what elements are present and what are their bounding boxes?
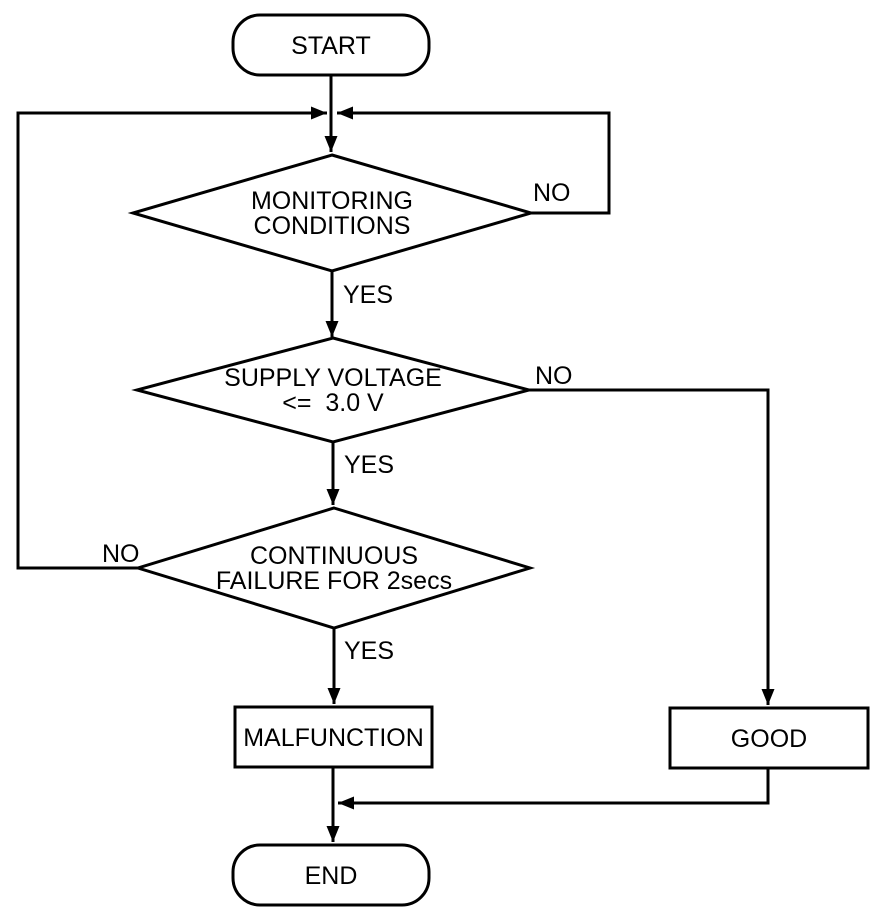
monitoring-conditions-diamond [127, 153, 537, 273]
edge-label-monitoring-no: NO [533, 179, 571, 207]
edge-label-monitoring-yes: YES [343, 281, 393, 309]
malfunction-box [233, 705, 434, 769]
continuous-failure-diamond [132, 506, 536, 630]
node-supply-voltage: SUPPLY VOLTAGE<= 3.0 V [131, 336, 535, 444]
node-label-supply-voltage: SUPPLY VOLTAGE<= 3.0 V [224, 364, 442, 417]
good-box [668, 706, 870, 770]
edge-label-voltage-yes: YES [344, 451, 394, 479]
edge-failure-no-loop [16, 106, 327, 570]
edge-label-voltage-no: NO [535, 362, 573, 390]
node-label-end: END [305, 862, 358, 890]
edge-voltage-no-to-good [529, 388, 775, 705]
node-label-good: GOOD [731, 725, 807, 753]
edge-good-to-join [338, 768, 770, 810]
node-start: START [231, 13, 431, 77]
node-malfunction: MALFUNCTION [233, 705, 434, 769]
edge-label-failure-yes: YES [344, 637, 394, 665]
edge-label-failure-no: NO [102, 540, 140, 568]
supply-voltage-diamond [131, 336, 535, 444]
node-label-malfunction: MALFUNCTION [243, 724, 424, 752]
node-good: GOOD [668, 706, 870, 770]
node-end: END [231, 843, 431, 907]
end-stadium [231, 843, 431, 907]
node-label-start: START [291, 32, 371, 60]
start-stadium [231, 13, 431, 77]
edge-monitoring-no-loop [337, 106, 611, 215]
